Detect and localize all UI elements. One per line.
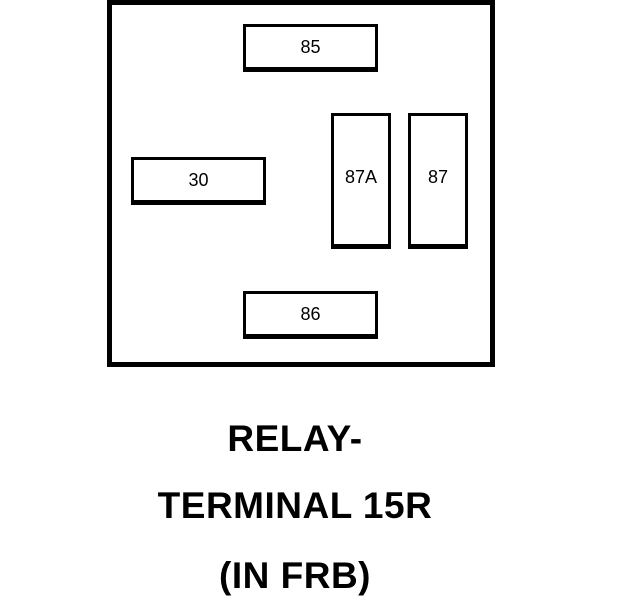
terminal-85-label: 85 <box>300 37 321 57</box>
terminal-87: 87 <box>408 113 468 249</box>
terminal-30: 30 <box>131 157 266 205</box>
terminal-30-label: 30 <box>188 170 209 190</box>
terminal-87a: 87A <box>331 113 391 249</box>
terminal-86: 86 <box>243 291 378 339</box>
terminal-85: 85 <box>243 24 378 72</box>
terminal-87a-label: 87A <box>344 167 378 187</box>
terminal-86-label: 86 <box>300 304 321 324</box>
caption-line-1: RELAY- <box>227 418 363 459</box>
terminal-87-label: 87 <box>427 167 449 187</box>
caption-line-3: (IN FRB) <box>219 555 371 596</box>
caption-line-2: TERMINAL 15R <box>157 485 433 526</box>
